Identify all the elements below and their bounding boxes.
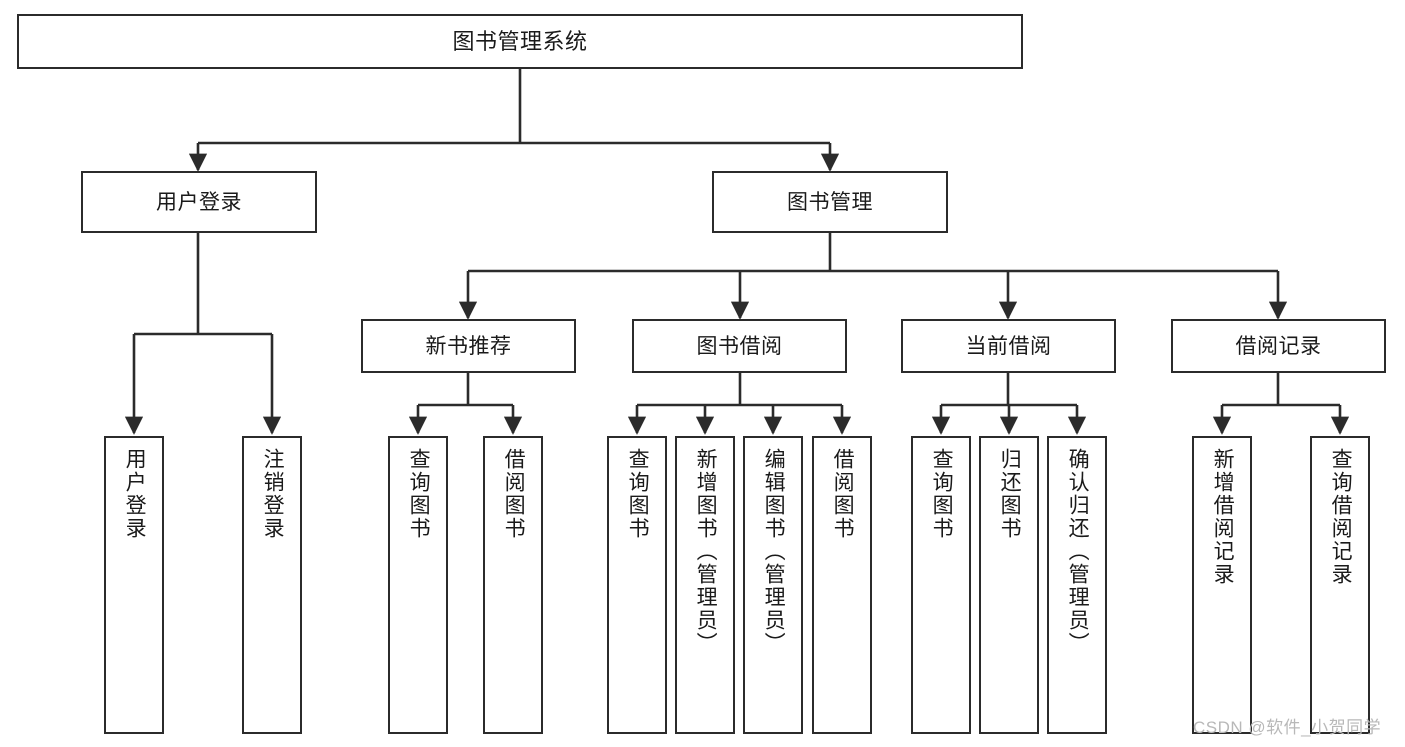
node-label: 图书管理 <box>787 190 873 214</box>
node-label: 编辑图书（管理员） <box>762 448 786 655</box>
node-leaf-logout[interactable]: 注销登录 <box>242 436 302 734</box>
node-book-management-system[interactable]: 图书管理系统 <box>17 14 1023 69</box>
node-label: 借阅图书 <box>831 448 855 540</box>
node-label: 查询图书 <box>407 448 431 540</box>
node-label: 图书借阅 <box>696 334 783 358</box>
node-borrowing-record[interactable]: 借阅记录 <box>1171 319 1386 373</box>
node-label: 新书推荐 <box>425 334 512 358</box>
node-label: 查询图书 <box>626 448 650 540</box>
node-book-management[interactable]: 图书管理 <box>712 171 948 233</box>
node-label: 查询图书 <box>930 448 954 540</box>
node-leaf-borrow-book[interactable]: 借阅图书 <box>812 436 872 734</box>
node-label: 注销登录 <box>261 448 285 540</box>
csdn-watermark: CSDN @软件_小贺同学 <box>1193 718 1382 737</box>
node-label: 用户登录 <box>123 448 147 540</box>
node-label: 新增图书（管理员） <box>694 448 718 655</box>
node-label: 用户登录 <box>156 190 242 214</box>
node-label: 查询借阅记录 <box>1329 448 1353 586</box>
node-label: 确认归还（管理员） <box>1066 448 1090 655</box>
node-leaf-return-book[interactable]: 归还图书 <box>979 436 1039 734</box>
node-book-borrowing[interactable]: 图书借阅 <box>632 319 847 373</box>
node-new-book-recommendation[interactable]: 新书推荐 <box>361 319 576 373</box>
node-leaf-confirm-return-admin[interactable]: 确认归还（管理员） <box>1047 436 1107 734</box>
node-leaf-query-book-recommend[interactable]: 查询图书 <box>388 436 448 734</box>
node-leaf-add-borrow-record[interactable]: 新增借阅记录 <box>1192 436 1252 734</box>
node-label: 图书管理系统 <box>452 28 588 54</box>
node-leaf-edit-book-admin[interactable]: 编辑图书（管理员） <box>743 436 803 734</box>
node-label: 当前借阅 <box>965 334 1052 358</box>
node-leaf-query-book-borrow[interactable]: 查询图书 <box>607 436 667 734</box>
node-leaf-query-borrow-record[interactable]: 查询借阅记录 <box>1310 436 1370 734</box>
node-current-borrowing[interactable]: 当前借阅 <box>901 319 1116 373</box>
node-user-login[interactable]: 用户登录 <box>81 171 317 233</box>
node-label: 新增借阅记录 <box>1211 448 1235 586</box>
node-leaf-user-login[interactable]: 用户登录 <box>104 436 164 734</box>
node-label: 归还图书 <box>998 448 1022 540</box>
node-leaf-add-book-admin[interactable]: 新增图书（管理员） <box>675 436 735 734</box>
node-leaf-borrow-book-recommend[interactable]: 借阅图书 <box>483 436 543 734</box>
node-leaf-query-book-current[interactable]: 查询图书 <box>911 436 971 734</box>
node-label: 借阅图书 <box>502 448 526 540</box>
node-label: 借阅记录 <box>1235 334 1322 358</box>
